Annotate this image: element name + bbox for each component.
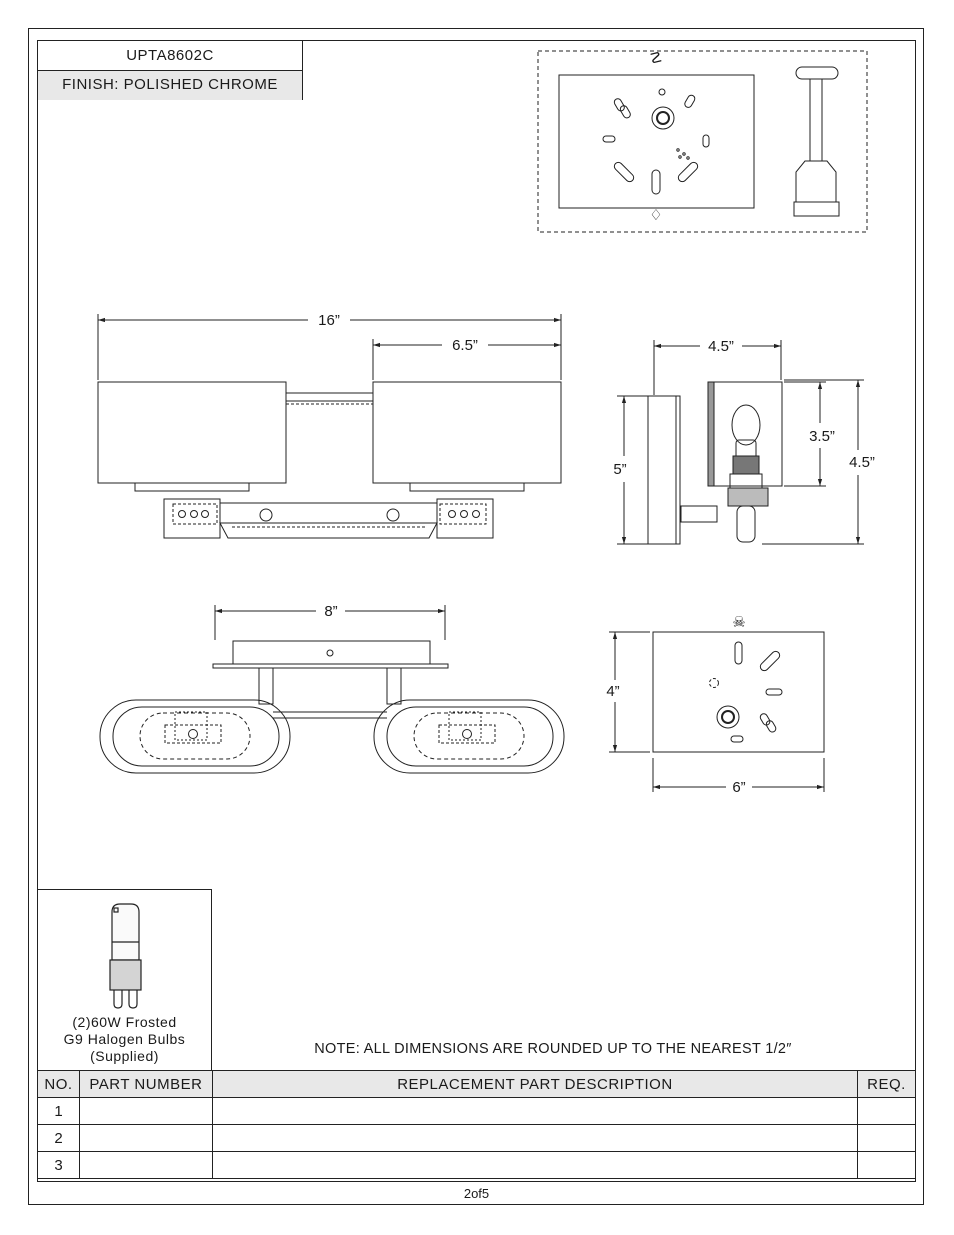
dim-plate-height: 4” — [606, 683, 619, 700]
row-req — [857, 1124, 916, 1152]
row-no: 3 — [37, 1151, 80, 1179]
side-view — [617, 340, 864, 545]
backplate-view: ☠ — [609, 614, 825, 792]
page-border-inner — [37, 40, 916, 1182]
row-part — [78, 1124, 213, 1152]
row-req — [857, 1151, 916, 1179]
row-no: 2 — [37, 1124, 80, 1152]
top-view — [99, 605, 565, 774]
dim-shade-height: 3.5” — [809, 428, 835, 445]
parts-table: NO. PART NUMBER REPLACEMENT PART DESCRIP… — [37, 1070, 916, 1179]
table-row: 1 — [37, 1097, 916, 1125]
dim-bar-width: 8” — [324, 603, 337, 620]
svg-text:☡: ☡ — [649, 50, 662, 67]
dim-shade-width: 6.5” — [452, 337, 478, 354]
row-desc — [211, 1124, 859, 1152]
g9-bulb-icon — [109, 903, 142, 1009]
dim-side-depth: 4.5” — [708, 338, 734, 355]
row-part — [78, 1097, 213, 1125]
title-block: UPTA8602C FINISH: POLISHED CHROME — [37, 40, 303, 100]
col-header-part-number: PART NUMBER — [78, 1070, 213, 1098]
mounting-detail: ☡ ♢ — [537, 50, 868, 233]
model-number: UPTA8602C — [38, 41, 302, 71]
dim-plate-width: 6” — [732, 779, 745, 796]
svg-text:☠: ☠ — [732, 614, 745, 631]
page-border-outer — [28, 28, 924, 1205]
col-header-description: REPLACEMENT PART DESCRIPTION — [211, 1070, 859, 1098]
row-req — [857, 1097, 916, 1125]
bulb-caption: (2)60W Frosted G9 Halogen Bulbs (Supplie… — [38, 1014, 211, 1065]
row-part — [78, 1151, 213, 1179]
table-row: 3 — [37, 1151, 916, 1179]
col-header-req: REQ. — [857, 1070, 916, 1098]
col-header-no: NO. — [37, 1070, 80, 1098]
bulb-line-3: (Supplied) — [90, 1048, 159, 1064]
dim-side-height: 5” — [613, 461, 626, 478]
table-header-row: NO. PART NUMBER REPLACEMENT PART DESCRIP… — [37, 1070, 916, 1098]
svg-text:♢: ♢ — [649, 207, 662, 224]
bulb-line-2: G9 Halogen Bulbs — [63, 1031, 186, 1047]
row-no: 1 — [37, 1097, 80, 1125]
dim-side-total-height: 4.5” — [849, 454, 875, 471]
page-number: 2of5 — [463, 1186, 490, 1201]
table-row: 2 — [37, 1124, 916, 1152]
row-desc — [211, 1097, 859, 1125]
row-desc — [211, 1151, 859, 1179]
front-view — [97, 314, 562, 539]
dim-front-width: 16” — [318, 312, 340, 329]
bulb-line-1: (2)60W Frosted — [72, 1014, 177, 1030]
finish-label: FINISH: POLISHED CHROME — [38, 71, 302, 100]
bulb-info-box: (2)60W Frosted G9 Halogen Bulbs (Supplie… — [37, 889, 212, 1071]
dimension-note: NOTE: ALL DIMENSIONS ARE ROUNDED UP TO T… — [314, 1041, 792, 1057]
